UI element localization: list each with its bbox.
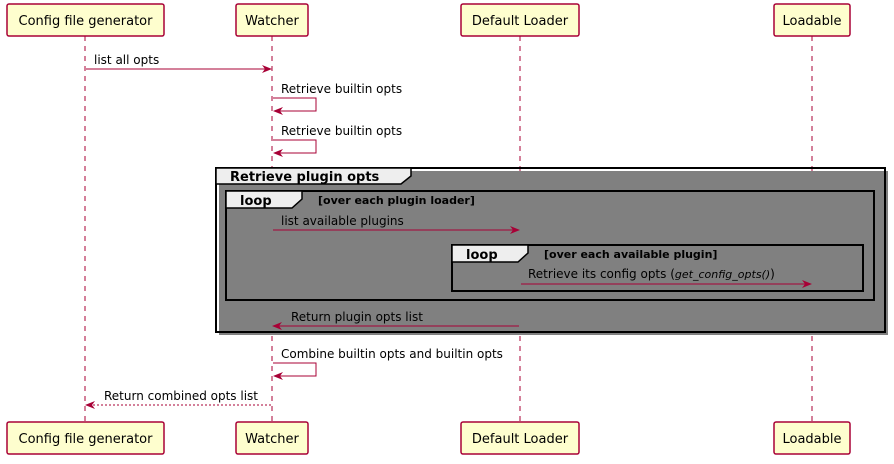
- message-label-prefix: Retrieve its config opts (: [528, 267, 675, 281]
- message-retrieve-builtin-opts-2: Retrieve builtin opts: [273, 124, 402, 157]
- participant-label: Loadable: [782, 14, 841, 29]
- message-label: list available plugins: [281, 214, 404, 228]
- message-combine-opts: Combine builtin opts and builtin opts: [273, 347, 503, 380]
- message-retrieve-builtin-opts-1: Retrieve builtin opts: [273, 82, 402, 115]
- participant-loadable-bottom[interactable]: Loadable: [773, 421, 851, 455]
- message-label: list all opts: [94, 53, 159, 67]
- message-list-all-opts: list all opts: [86, 53, 272, 73]
- message-label-code: get_config_opts(): [675, 268, 770, 281]
- participant-label: Default Loader: [472, 432, 569, 447]
- group-loop-available-plugins: loop [over each available plugin]: [451, 244, 866, 294]
- participant-label: Watcher: [245, 432, 299, 447]
- participant-label: Default Loader: [472, 14, 569, 29]
- participant-label: Config file generator: [19, 14, 154, 29]
- participant-watcher-top[interactable]: Watcher: [235, 3, 309, 37]
- loop-condition: [over each plugin loader]: [318, 194, 475, 207]
- message-label: Retrieve builtin opts: [281, 124, 402, 138]
- participant-loadable-top[interactable]: Loadable: [773, 3, 851, 37]
- loop-title: loop: [466, 248, 498, 263]
- message-retrieve-config-opts: Retrieve its config opts (get_config_opt…: [521, 267, 812, 288]
- message-label: Return combined opts list: [104, 389, 258, 403]
- message-label: Return plugin opts list: [291, 310, 423, 324]
- message-list-available-plugins: list available plugins: [273, 214, 520, 234]
- participant-label: Watcher: [245, 14, 299, 29]
- participant-label: Config file generator: [19, 432, 154, 447]
- message-label-suffix: ): [770, 267, 775, 281]
- message-return-combined-opts-list: Return combined opts list: [85, 389, 271, 409]
- message-label: Retrieve builtin opts: [281, 82, 402, 96]
- loop-condition: [over each available plugin]: [544, 248, 717, 261]
- participant-config-generator-top[interactable]: Config file generator: [6, 3, 165, 37]
- loop-title: loop: [240, 194, 272, 209]
- group-title: Retrieve plugin opts: [230, 170, 380, 185]
- participant-label: Loadable: [782, 432, 841, 447]
- message-label: Retrieve its config opts (get_config_opt…: [528, 267, 775, 281]
- participant-default-loader-top[interactable]: Default Loader: [460, 3, 580, 37]
- message-return-plugin-opts-list: Return plugin opts list: [272, 310, 519, 330]
- message-label: Combine builtin opts and builtin opts: [281, 347, 503, 361]
- participant-watcher-bottom[interactable]: Watcher: [235, 421, 309, 455]
- participant-config-generator-bottom[interactable]: Config file generator: [6, 421, 165, 455]
- participant-default-loader-bottom[interactable]: Default Loader: [460, 421, 580, 455]
